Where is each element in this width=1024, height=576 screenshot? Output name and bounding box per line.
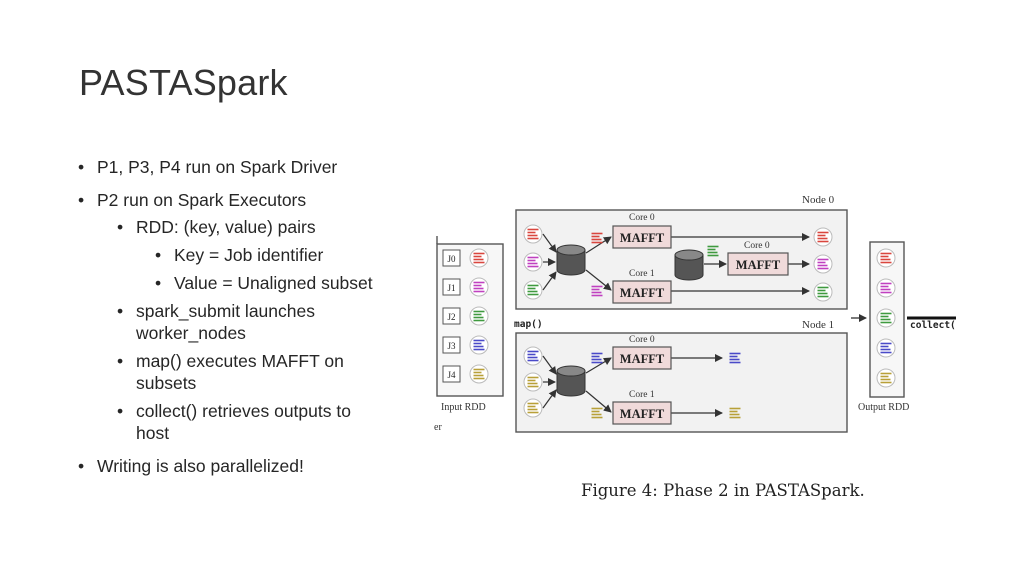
database-icon xyxy=(556,365,586,397)
output-rdd-icon xyxy=(876,278,896,298)
input-data-icon xyxy=(469,306,489,326)
bullet-collect: collect() retrieves outputs to host xyxy=(78,400,418,444)
mafft-label-n0c0: MAFFT xyxy=(620,231,665,245)
output-rdd-icon xyxy=(876,308,896,328)
bullet-map-line1: map() executes MAFFT on xyxy=(136,351,344,371)
job-label: J3 xyxy=(447,341,456,351)
output-rdd-icon xyxy=(876,338,896,358)
node0-label: Node 0 xyxy=(802,194,835,206)
node1-input-icon xyxy=(523,372,543,392)
bullet-key: Key = Job identifier xyxy=(78,244,418,266)
bullet-rdd: RDD: (key, value) pairs xyxy=(78,216,418,238)
job-j3: J3 xyxy=(442,335,489,355)
node0-split-icon xyxy=(591,232,603,244)
figure-caption: Figure 4: Phase 2 in PASTASpark. xyxy=(581,481,865,500)
node1-input-icon xyxy=(523,398,543,418)
node1-core1-label: Core 1 xyxy=(629,390,655,400)
bullet-list: P1, P3, P4 run on Spark Driver P2 run on… xyxy=(78,156,418,488)
node0-output-icon xyxy=(813,254,833,274)
node1-output-icon xyxy=(729,352,741,364)
node0-core0-label: Core 0 xyxy=(629,213,655,223)
node0-input-icon xyxy=(523,252,543,272)
bullet-map: map() executes MAFFT on subsets xyxy=(78,350,418,394)
mafft-box-n1c0: MAFFT xyxy=(612,346,672,370)
node1-core0-label: Core 0 xyxy=(629,335,655,345)
node0-split-icon xyxy=(591,285,603,297)
bullet-spark-submit-line2: worker_nodes xyxy=(136,323,246,343)
collect-label: collect( xyxy=(910,320,956,331)
mafft-label-n0c1: MAFFT xyxy=(620,286,665,300)
node0-core0b-label: Core 0 xyxy=(744,241,770,251)
node1-split-icon xyxy=(591,407,603,419)
output-rdd-label: Output RDD xyxy=(858,402,909,413)
mafft-label-n1c1: MAFFT xyxy=(620,407,665,421)
node1-arrows xyxy=(542,354,723,417)
input-data-icon xyxy=(469,335,489,355)
slide-title: PASTASpark xyxy=(79,62,288,103)
job-j2: J2 xyxy=(442,306,489,326)
node0-split-icon xyxy=(707,245,719,257)
node0-input-icon xyxy=(523,224,543,244)
bullet-collect-line2: host xyxy=(136,423,170,443)
bullet-executors: P2 run on Spark Executors xyxy=(78,189,418,211)
node0-arrows xyxy=(542,233,810,295)
job-j0: J0 xyxy=(442,248,489,268)
driver-edge-label: er xyxy=(434,422,442,433)
node1-input-icon xyxy=(523,346,543,366)
input-rdd-label: Input RDD xyxy=(441,402,486,413)
node0-output-icon xyxy=(813,227,833,247)
bullet-value: Value = Unaligned subset xyxy=(78,272,418,294)
input-data-icon xyxy=(469,248,489,268)
node1-split-icon xyxy=(591,352,603,364)
mafft-label-n0c0b: MAFFT xyxy=(736,258,781,272)
map-label: map() xyxy=(514,319,543,330)
database-icon xyxy=(556,244,586,276)
bullet-spark-submit: spark_submit launches worker_nodes xyxy=(78,300,418,344)
node1-output-icon xyxy=(729,407,741,419)
bullet-spark-submit-line1: spark_submit launches xyxy=(136,301,315,321)
bullet-writing: Writing is also parallelized! xyxy=(78,455,418,477)
input-data-icon xyxy=(469,364,489,384)
node0-input-icon xyxy=(523,280,543,300)
bullet-map-line2: subsets xyxy=(136,373,197,393)
mafft-box-n0c1: MAFFT xyxy=(612,280,672,304)
mafft-box-n1c1: MAFFT xyxy=(612,401,672,425)
input-data-icon xyxy=(469,277,489,297)
mafft-label-n1c0: MAFFT xyxy=(620,352,665,366)
job-j1: J1 xyxy=(442,277,489,297)
database-icon xyxy=(674,249,704,281)
output-rdd-icon xyxy=(876,368,896,388)
node0-core1-label: Core 1 xyxy=(629,269,655,279)
job-label: J0 xyxy=(447,254,456,264)
mafft-box-n0c0: MAFFT xyxy=(612,225,672,249)
bullet-driver: P1, P3, P4 run on Spark Driver xyxy=(78,156,418,178)
output-rdd-icon xyxy=(876,248,896,268)
node0-output-icon xyxy=(813,282,833,302)
node1-label: Node 1 xyxy=(802,319,834,331)
job-label: J2 xyxy=(447,312,455,322)
job-j4: J4 xyxy=(442,364,489,384)
job-label: J1 xyxy=(447,283,455,293)
bullet-collect-line1: collect() retrieves outputs to xyxy=(136,401,351,421)
mafft-box-n0c0b: MAFFT xyxy=(727,252,789,276)
job-label: J4 xyxy=(447,370,456,380)
